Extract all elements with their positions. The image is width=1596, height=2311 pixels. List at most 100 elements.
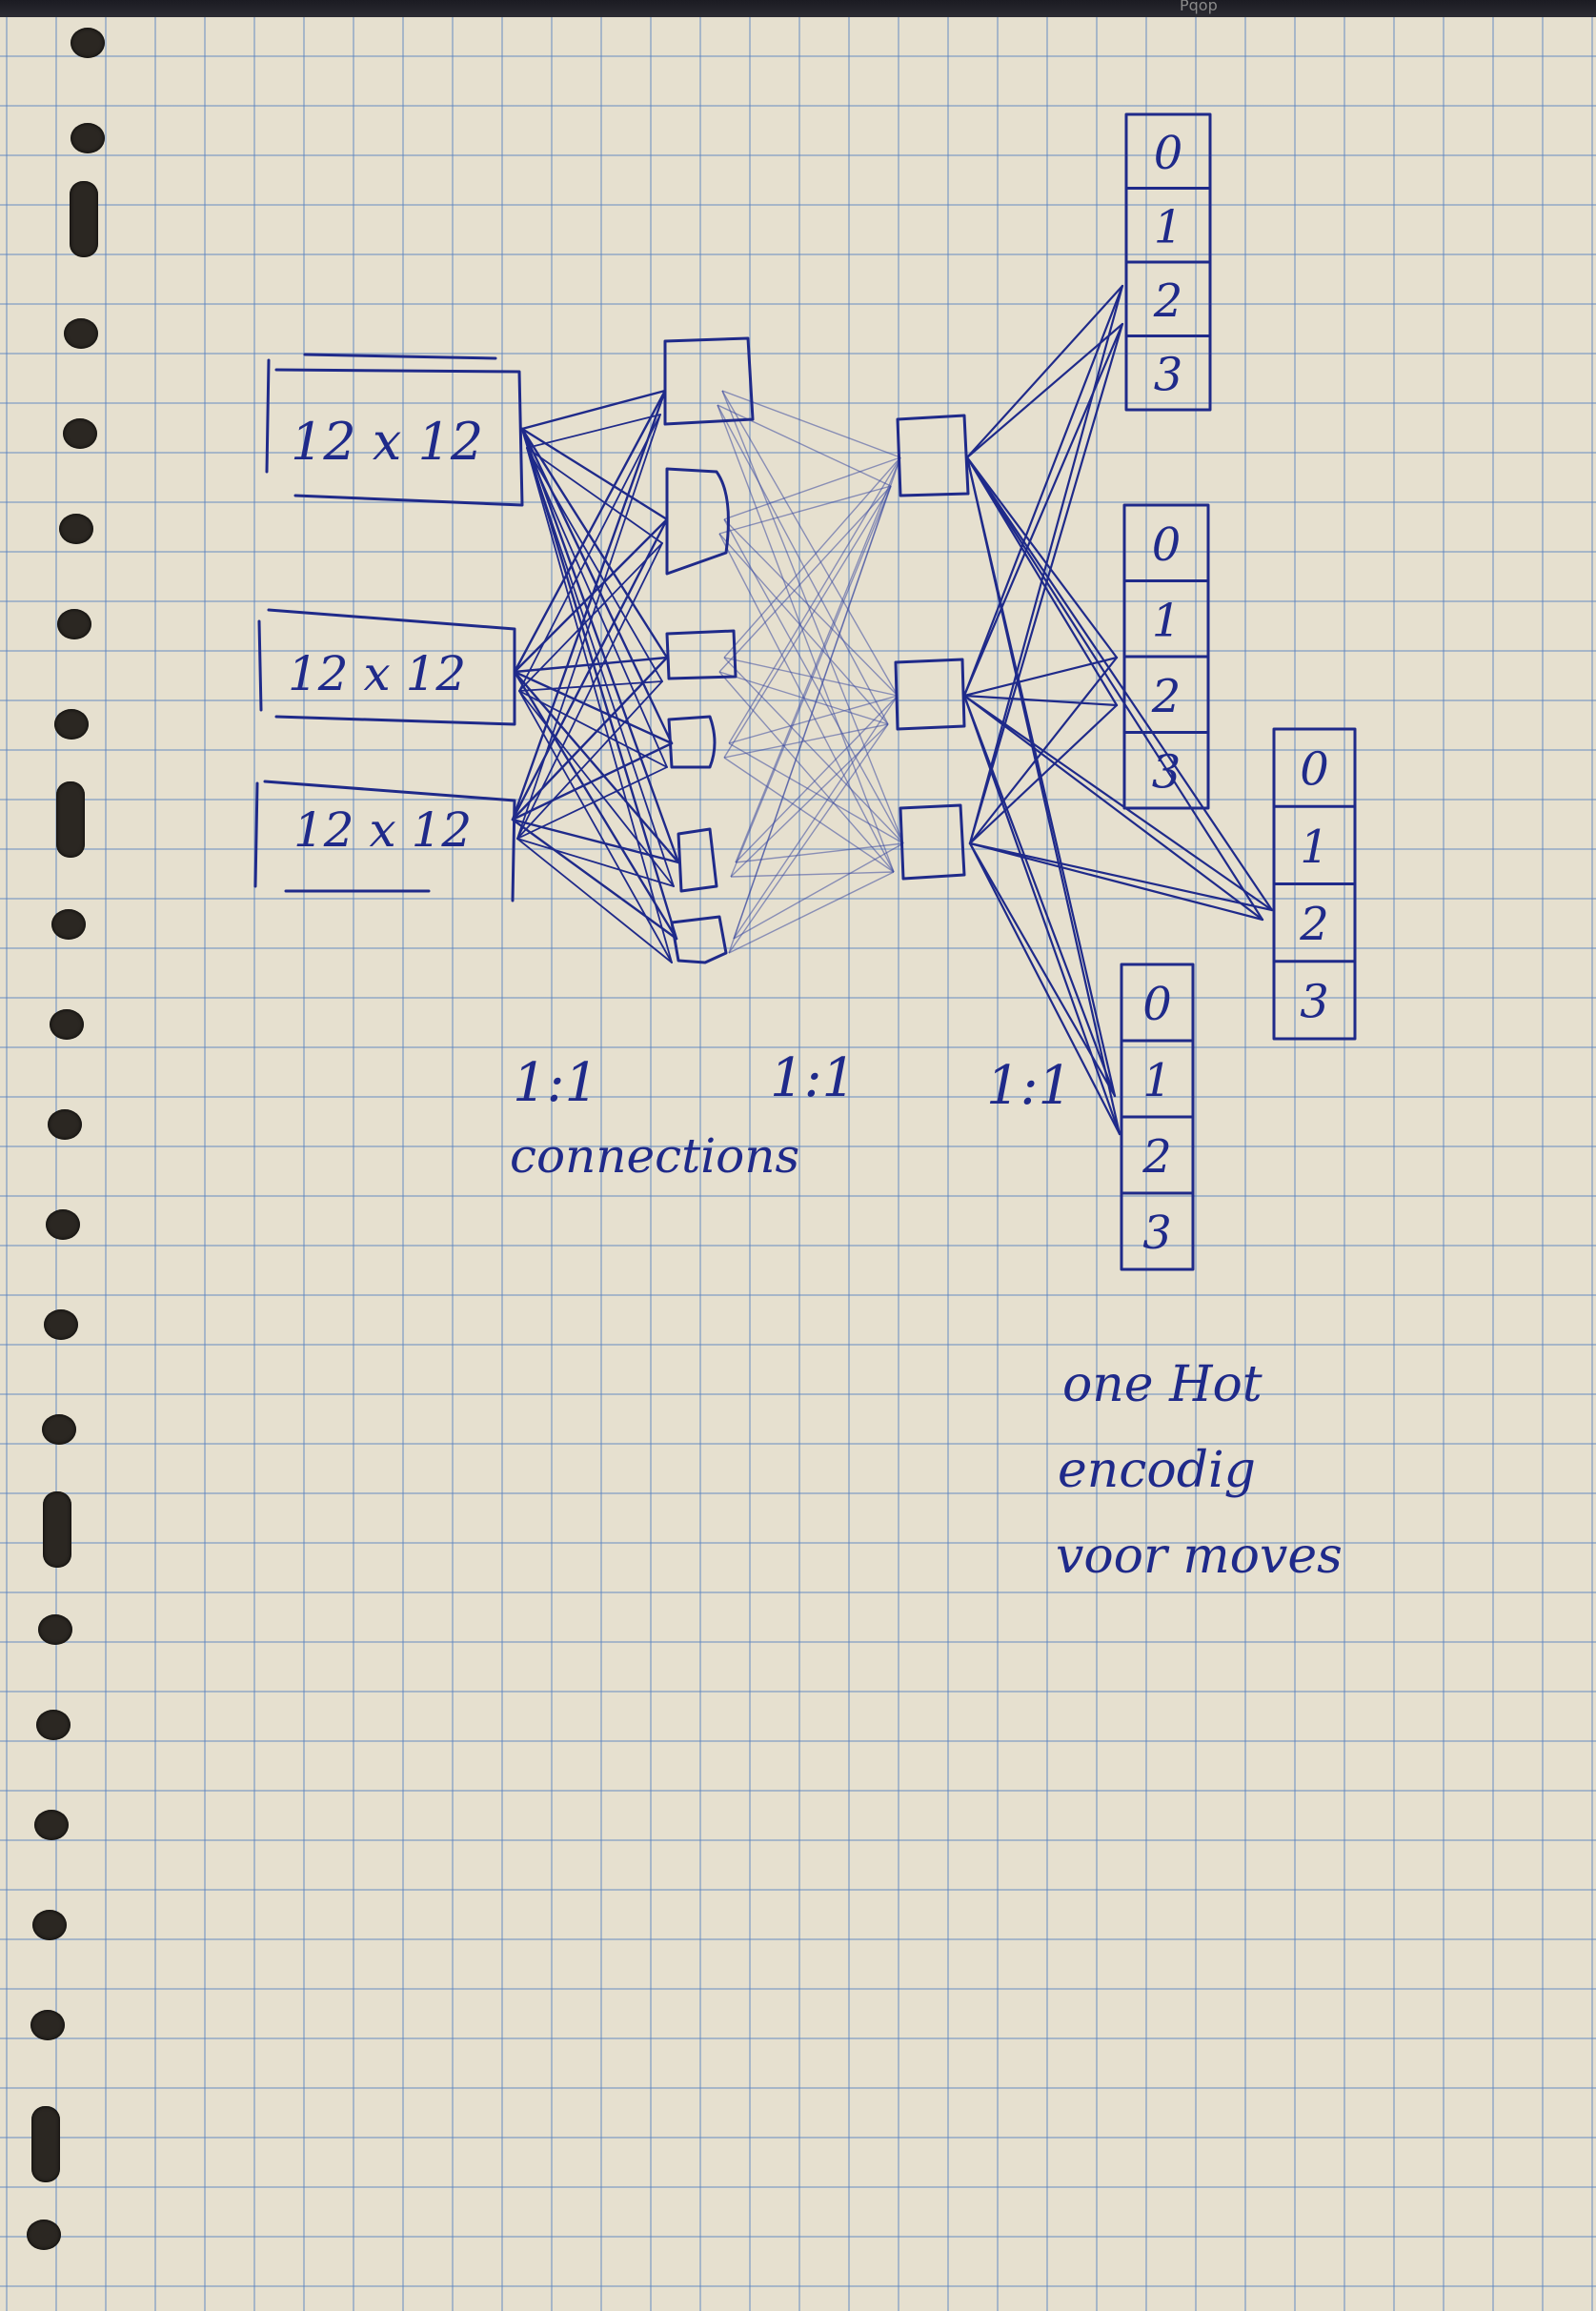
connection-line bbox=[723, 723, 889, 759]
one-hot-cell-label: 2 bbox=[1141, 1130, 1172, 1184]
note-line-3: voor moves bbox=[1056, 1528, 1343, 1585]
hidden-connections bbox=[717, 390, 904, 954]
connection-line bbox=[721, 390, 899, 697]
one-hot-cell-label: 0 bbox=[1154, 127, 1183, 180]
one-hot-cell-label: 1 bbox=[1152, 594, 1182, 647]
connection-line bbox=[723, 456, 901, 659]
connection-line bbox=[968, 284, 1124, 845]
connection-line bbox=[962, 694, 1119, 707]
connection-line bbox=[730, 871, 895, 878]
binder-hole bbox=[31, 2106, 60, 2182]
one-hot-cell-label: 3 bbox=[1142, 1206, 1172, 1260]
binder-hole bbox=[43, 1491, 71, 1568]
connection-line bbox=[518, 690, 675, 887]
binder-hole bbox=[50, 1009, 84, 1040]
connection-line bbox=[516, 838, 675, 887]
connection-line bbox=[511, 656, 669, 821]
connections-label: connections bbox=[510, 1128, 799, 1184]
connection-line bbox=[962, 656, 1119, 698]
connection-line bbox=[968, 841, 1264, 922]
connection-line bbox=[511, 389, 667, 821]
h1-node-3 bbox=[665, 629, 737, 680]
hidden-layer-2 bbox=[894, 414, 970, 881]
connection-line bbox=[962, 694, 1117, 1098]
connection-line bbox=[520, 427, 680, 864]
connection-line bbox=[717, 404, 895, 873]
connection-line bbox=[730, 485, 892, 878]
connection-line bbox=[511, 818, 678, 941]
heavy-connections bbox=[511, 284, 1274, 1136]
one-hot-cell-label: 2 bbox=[1153, 274, 1183, 328]
binder-hole bbox=[64, 318, 98, 349]
binder-hole bbox=[70, 181, 98, 257]
connection-line bbox=[516, 680, 663, 840]
connection-line bbox=[513, 389, 667, 674]
connection-line bbox=[526, 414, 661, 449]
connection-line bbox=[728, 456, 901, 744]
connection-line bbox=[735, 695, 899, 863]
connection-line bbox=[721, 390, 901, 458]
binder-hole bbox=[27, 2220, 61, 2250]
connection-line bbox=[962, 322, 1124, 698]
h1-node-1 bbox=[663, 336, 755, 426]
connection-line bbox=[968, 841, 1121, 1136]
one-hot-cell-label: 1 bbox=[1154, 200, 1183, 253]
h2-node-2 bbox=[894, 658, 966, 731]
binder-hole bbox=[32, 1910, 67, 1940]
connection-line bbox=[513, 670, 678, 941]
one-hot-cell-label: 1 bbox=[1142, 1054, 1172, 1107]
connection-line bbox=[965, 284, 1124, 459]
h1-node-2 bbox=[665, 467, 730, 576]
connection-line bbox=[518, 690, 668, 768]
ratio-label-1: 1:1 bbox=[513, 1052, 598, 1114]
h1-node-5 bbox=[677, 827, 718, 893]
binder-hole bbox=[71, 123, 105, 153]
connection-line bbox=[962, 694, 1274, 912]
h1-node-4 bbox=[667, 715, 717, 769]
binder-hole bbox=[46, 1209, 80, 1240]
binder-hole bbox=[42, 1414, 76, 1445]
h2-node-1 bbox=[896, 414, 970, 497]
input-grid-1: 12 x 12 bbox=[265, 353, 524, 507]
connection-line bbox=[516, 838, 673, 963]
input-grid-2-label: 12 x 12 bbox=[288, 646, 466, 701]
connection-line bbox=[728, 485, 892, 954]
binder-hole bbox=[34, 1810, 69, 1840]
connection-line bbox=[718, 485, 892, 535]
connection-line bbox=[511, 818, 680, 864]
connection-line bbox=[518, 690, 673, 963]
connection-line bbox=[513, 670, 680, 864]
connection-line bbox=[526, 447, 673, 963]
input-grid-3-label: 12 x 12 bbox=[293, 802, 472, 858]
connection-line bbox=[723, 757, 895, 873]
input-grid-1-label: 12 x 12 bbox=[291, 412, 483, 472]
binder-hole bbox=[59, 514, 93, 544]
connection-line bbox=[718, 485, 892, 673]
connection-line bbox=[965, 456, 1264, 922]
connection-line bbox=[723, 657, 904, 844]
binder-hole bbox=[30, 2010, 65, 2040]
one-hot-cell-label: 3 bbox=[1152, 745, 1182, 799]
connection-line bbox=[717, 404, 889, 725]
one-hot-cell-label: 0 bbox=[1142, 978, 1172, 1031]
input-grid-2: 12 x 12 bbox=[257, 608, 516, 726]
connection-line bbox=[965, 322, 1124, 459]
binder-hole bbox=[51, 909, 86, 940]
connection-line bbox=[526, 447, 668, 768]
connection-line bbox=[526, 447, 675, 887]
binder-hole bbox=[63, 418, 97, 449]
ratio-labels: 1:1 1:1 1:1 connections bbox=[510, 1047, 1072, 1184]
connection-line bbox=[733, 842, 904, 940]
one-hot-column: 0 1 2 3 bbox=[1120, 963, 1195, 1271]
input-grid-3: 12 x 12 bbox=[253, 780, 516, 902]
connection-line bbox=[728, 871, 895, 954]
connection-line bbox=[518, 542, 663, 692]
connection-line bbox=[516, 414, 661, 840]
note-line-1: one Hot bbox=[1062, 1356, 1263, 1413]
connection-line bbox=[718, 671, 895, 873]
connection-line bbox=[733, 695, 899, 940]
connection-line bbox=[968, 703, 1119, 845]
